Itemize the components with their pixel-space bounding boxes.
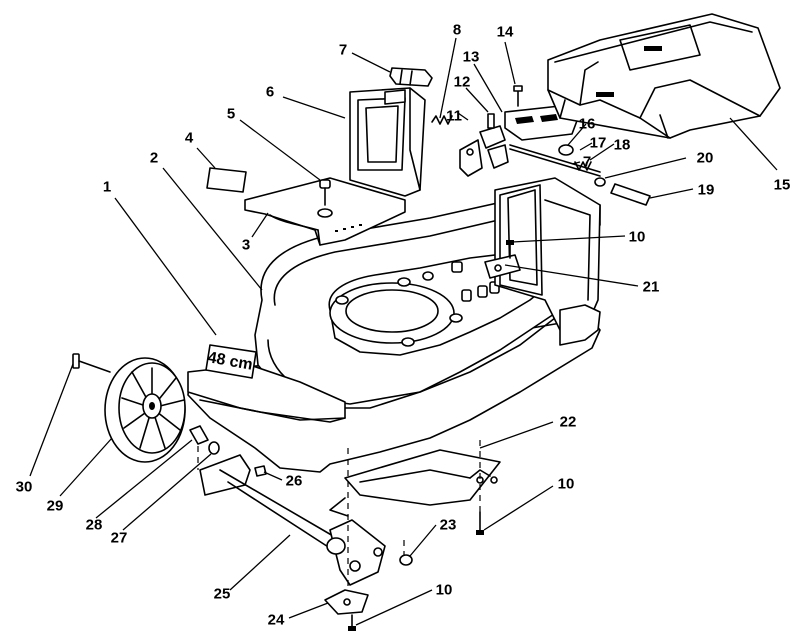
callout-5: 5 xyxy=(226,105,236,123)
pivot-bracket xyxy=(459,113,509,177)
rear-axle xyxy=(199,454,386,586)
leader-lines xyxy=(29,37,778,626)
callout-15: 15 xyxy=(773,176,791,194)
washer-27 xyxy=(208,441,220,455)
callout-18: 18 xyxy=(613,136,631,154)
callout-12: 12 xyxy=(453,73,471,91)
nut-23 xyxy=(399,554,413,566)
callout-30: 30 xyxy=(15,478,33,496)
callout-7-side: 7 xyxy=(582,153,592,171)
callout-27: 27 xyxy=(110,529,128,547)
bracket-24 xyxy=(324,589,369,615)
lever-link xyxy=(329,449,501,517)
callout-2: 2 xyxy=(149,149,159,167)
warning-decal xyxy=(206,167,247,193)
callout-4: 4 xyxy=(184,129,194,147)
callout-1: 1 xyxy=(102,178,112,196)
callout-10-chute: 10 xyxy=(628,228,646,246)
callout-23: 23 xyxy=(439,516,457,534)
callout-7-top: 7 xyxy=(338,41,348,59)
plate-slots xyxy=(335,224,362,232)
callout-14: 14 xyxy=(496,23,514,41)
callout-20: 20 xyxy=(696,149,714,167)
wheel xyxy=(104,357,186,463)
callout-11: 11 xyxy=(446,107,462,125)
callout-19: 19 xyxy=(697,181,715,199)
assembly-lines xyxy=(197,440,481,590)
deck-bosses xyxy=(335,261,500,347)
callout-10-bottom: 10 xyxy=(435,581,453,599)
callout-17: 17 xyxy=(589,134,607,152)
tube-19 xyxy=(610,183,651,206)
filter-housing xyxy=(349,87,426,197)
callout-28: 28 xyxy=(85,516,103,534)
callout-10-lever: 10 xyxy=(557,475,575,493)
bolt-5 xyxy=(319,179,331,206)
grass-cover xyxy=(547,13,781,139)
callout-8: 8 xyxy=(452,21,462,39)
callout-25: 25 xyxy=(213,585,231,603)
clip-7 xyxy=(389,67,433,87)
callout-13: 13 xyxy=(462,48,480,66)
callout-24: 24 xyxy=(267,611,285,629)
screws-10 xyxy=(348,240,514,631)
axle-bolt xyxy=(72,353,111,373)
lift-plate xyxy=(244,177,406,246)
nut-26 xyxy=(254,465,267,477)
callout-16: 16 xyxy=(578,115,596,133)
callout-29: 29 xyxy=(46,497,64,515)
callout-26: 26 xyxy=(285,472,303,490)
spacer-28 xyxy=(189,425,209,445)
hinge-rod xyxy=(509,144,606,187)
callout-22: 22 xyxy=(559,413,577,431)
callout-3: 3 xyxy=(241,236,251,254)
mower-deck xyxy=(187,177,601,473)
spring-8 xyxy=(431,115,453,125)
callout-6: 6 xyxy=(265,83,275,101)
size-decal xyxy=(205,344,257,379)
callout-21: 21 xyxy=(642,278,660,296)
screw-14 xyxy=(513,85,523,107)
